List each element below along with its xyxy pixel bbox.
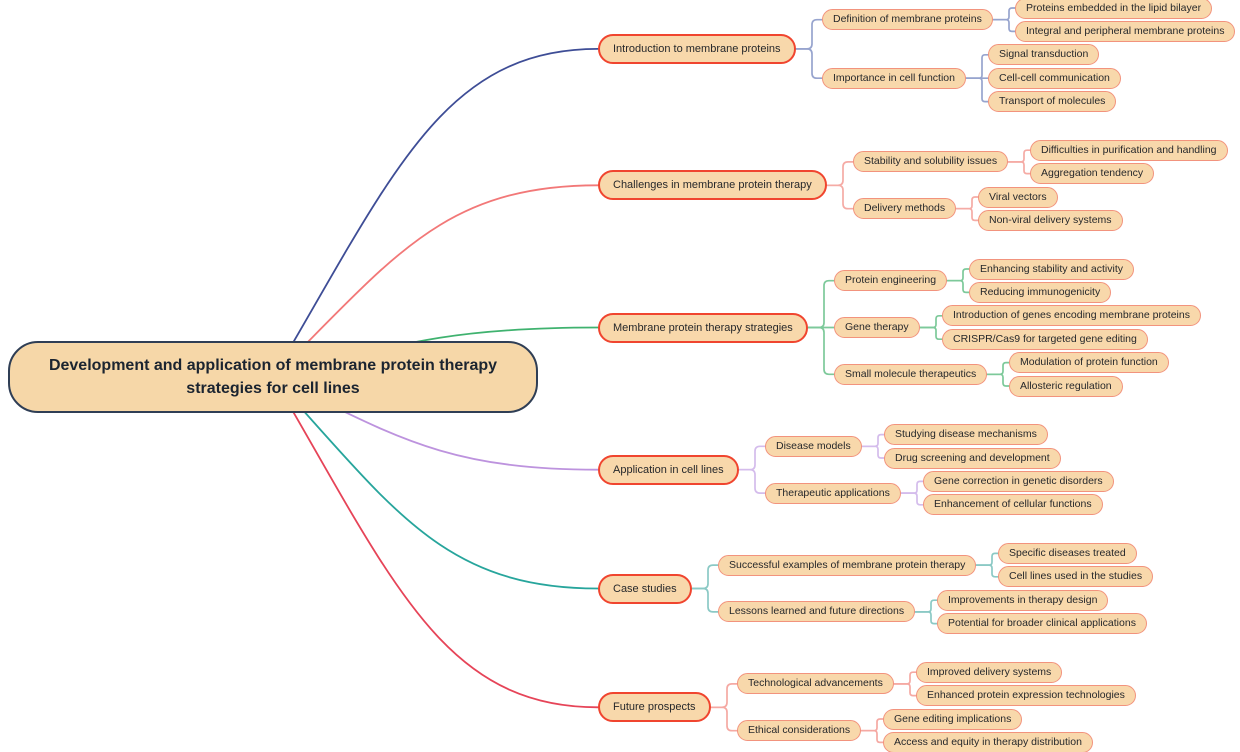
connector	[807, 326, 835, 376]
sub-node[interactable]: Definition of membrane proteins	[822, 9, 993, 31]
leaf-node[interactable]: Reducing immunogenicity	[969, 281, 1112, 303]
connector	[272, 184, 599, 378]
connector	[914, 611, 938, 625]
connector	[795, 18, 823, 50]
connector	[861, 445, 885, 459]
leaf-node[interactable]: Access and equity in therapy distributio…	[883, 731, 1093, 752]
connector	[738, 468, 766, 494]
connector	[272, 376, 599, 590]
connector	[710, 706, 738, 732]
connector	[691, 564, 719, 590]
connector	[826, 161, 854, 187]
connector	[738, 445, 766, 471]
leaf-node[interactable]: Proteins embedded in the lipid bilayer	[1015, 0, 1213, 19]
root-node[interactable]: Development and application of membrane …	[8, 341, 538, 413]
connector	[919, 326, 943, 341]
connector	[807, 279, 835, 329]
connector	[1007, 149, 1031, 163]
leaf-node[interactable]: Gene editing implications	[883, 708, 1023, 730]
leaf-node[interactable]: Viral vectors	[978, 186, 1058, 208]
connector	[691, 587, 719, 613]
leaf-node[interactable]: Specific diseases treated	[998, 542, 1137, 564]
leaf-node[interactable]: Potential for broader clinical applicati…	[937, 613, 1147, 635]
connector	[893, 683, 917, 697]
connector	[826, 184, 854, 210]
connector	[893, 671, 917, 685]
connector	[986, 373, 1010, 387]
leaf-node[interactable]: Enhanced protein expression technologies	[916, 685, 1136, 707]
leaf-node[interactable]: Enhancing stability and activity	[969, 258, 1134, 280]
leaf-node[interactable]: Enhancement of cellular functions	[923, 494, 1103, 516]
connector	[795, 48, 823, 80]
connector	[955, 207, 979, 222]
sub-node[interactable]: Technological advancements	[737, 673, 894, 695]
leaf-node[interactable]: Improvements in therapy design	[937, 589, 1109, 611]
leaf-node[interactable]: Difficulties in purification and handlin…	[1030, 139, 1228, 161]
leaf-node[interactable]: Allosteric regulation	[1009, 375, 1123, 397]
sub-node[interactable]: Disease models	[765, 435, 862, 457]
branch-node[interactable]: Membrane protein therapy strategies	[598, 312, 808, 343]
branch-node[interactable]: Challenges in membrane protein therapy	[598, 170, 827, 201]
connector	[946, 268, 970, 282]
leaf-node[interactable]: Introduction of genes encoding membrane …	[942, 305, 1201, 327]
sub-node[interactable]: Small molecule therapeutics	[834, 363, 988, 385]
sub-node[interactable]: Importance in cell function	[822, 67, 966, 89]
sub-node[interactable]: Ethical considerations	[737, 720, 862, 742]
connector	[272, 376, 599, 709]
connector	[946, 279, 970, 294]
leaf-node[interactable]: Improved delivery systems	[916, 661, 1063, 683]
connector	[975, 552, 999, 566]
connector	[272, 48, 599, 378]
sub-node[interactable]: Gene therapy	[834, 317, 920, 338]
branch-node[interactable]: Introduction to membrane proteins	[598, 33, 796, 64]
connector	[965, 77, 989, 103]
branch-node[interactable]: Application in cell lines	[598, 454, 739, 485]
leaf-node[interactable]: Drug screening and development	[884, 447, 1061, 469]
sub-node[interactable]: Stability and solubility issues	[853, 151, 1009, 173]
connector	[710, 683, 738, 709]
sub-node[interactable]: Delivery methods	[853, 198, 957, 220]
leaf-node[interactable]: Non-viral delivery systems	[978, 209, 1123, 231]
connector	[992, 7, 1016, 21]
connector	[986, 361, 1010, 376]
leaf-node[interactable]: Modulation of protein function	[1009, 352, 1169, 374]
connector	[975, 564, 999, 578]
connector	[860, 718, 884, 732]
connector	[860, 729, 884, 744]
connector	[900, 492, 924, 506]
sub-node[interactable]: Lessons learned and future directions	[718, 601, 916, 623]
leaf-node[interactable]: Transport of molecules	[988, 91, 1117, 113]
leaf-node[interactable]: Aggregation tendency	[1030, 163, 1155, 185]
leaf-node[interactable]: Studying disease mechanisms	[884, 424, 1048, 446]
connector	[914, 599, 938, 613]
connector	[861, 433, 885, 448]
connector	[900, 480, 924, 494]
sub-node[interactable]: Protein engineering	[834, 270, 948, 292]
connector	[919, 314, 943, 329]
connector	[965, 53, 989, 80]
leaf-node[interactable]: CRISPR/Cas9 for targeted gene editing	[942, 328, 1148, 350]
leaf-node[interactable]: Gene correction in genetic disorders	[923, 470, 1114, 492]
leaf-node[interactable]: Integral and peripheral membrane protein…	[1015, 20, 1236, 42]
connector	[955, 196, 979, 210]
leaf-node[interactable]: Signal transduction	[988, 44, 1100, 66]
leaf-node[interactable]: Cell-cell communication	[988, 67, 1121, 89]
branch-node[interactable]: Future prospects	[598, 692, 711, 723]
branch-node[interactable]: Case studies	[598, 573, 692, 604]
sub-node[interactable]: Successful examples of membrane protein …	[718, 554, 977, 576]
connector	[1007, 161, 1031, 175]
leaf-node[interactable]: Cell lines used in the studies	[998, 566, 1154, 588]
connector	[992, 18, 1016, 33]
sub-node[interactable]: Therapeutic applications	[765, 482, 901, 504]
